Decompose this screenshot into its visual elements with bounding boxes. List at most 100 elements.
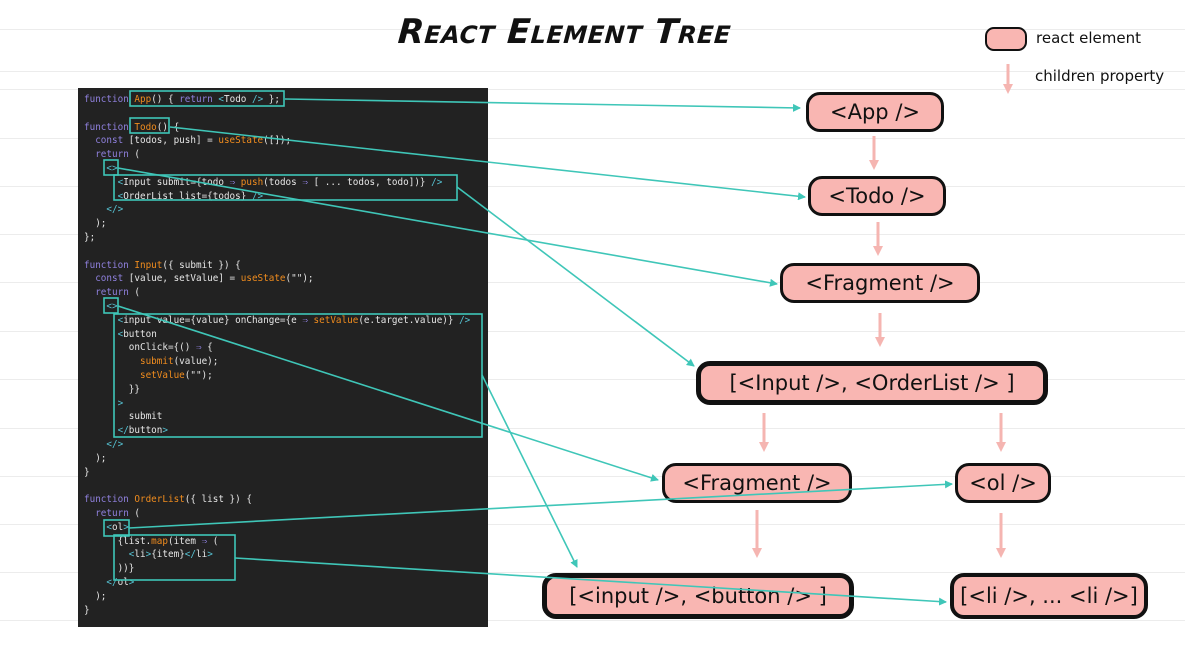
- code-token: Input submit={todo: [123, 176, 230, 188]
- code-token: () {: [156, 121, 180, 133]
- code-line: setValue("");: [84, 369, 213, 383]
- code-token: [84, 149, 95, 160]
- code-token: Todo: [224, 94, 252, 105]
- legend-react-element-label: react element: [1036, 29, 1142, 47]
- code-line: <ol>: [84, 521, 129, 535]
- code-token: >: [128, 577, 135, 588]
- code-line: <button: [84, 328, 157, 342]
- code-token: [84, 191, 118, 202]
- code-token: [value, setValue] =: [123, 273, 241, 285]
- diagram-title: React Element Tree: [396, 12, 733, 52]
- code-line: submit: [84, 410, 163, 424]
- code-line: function Input({ submit }) {: [84, 259, 241, 273]
- code-token: />: [459, 314, 471, 326]
- code-line: onClick={() ⇒ {: [84, 341, 213, 355]
- code-token: return: [95, 149, 129, 161]
- code-token: Todo: [134, 121, 157, 133]
- node-input-button: [<input />, <button /> ]: [542, 573, 854, 619]
- node-todo: <Todo />: [808, 176, 946, 216]
- code-token: (value);: [173, 356, 219, 368]
- code-token: };: [263, 94, 280, 105]
- node-fragment-2: <Fragment />: [662, 463, 852, 503]
- code-token: ([]);: [263, 135, 292, 147]
- code-token: li: [134, 549, 146, 561]
- code-token: [84, 577, 106, 588]
- code-token: <>: [106, 301, 118, 312]
- code-token: [84, 204, 106, 215]
- code-token: submit: [84, 411, 163, 423]
- code-token: (todos: [263, 176, 303, 188]
- code-token: {: [201, 342, 213, 354]
- code-token: [84, 301, 106, 312]
- code-token: onClick={(): [84, 342, 196, 354]
- code-token: push: [240, 176, 264, 188]
- code-token: [84, 273, 95, 284]
- code-line: const [todos, push] = useState([]);: [84, 134, 291, 148]
- code-line: >: [84, 397, 124, 411]
- legend-children-arrow-icon: [1003, 64, 1013, 94]
- code-token: setValue: [139, 370, 185, 381]
- code-line: submit(value);: [84, 355, 218, 369]
- code-token: button: [123, 328, 157, 340]
- code-token: App: [134, 94, 152, 105]
- code-token: }: [84, 466, 90, 478]
- code-token: [84, 439, 106, 450]
- code-token: />: [431, 176, 443, 188]
- code-token: return: [95, 508, 129, 519]
- code-token: />: [251, 190, 264, 202]
- code-token: [84, 135, 95, 146]
- code-line: <li>{item}</li>: [84, 548, 213, 562]
- code-token: useState: [218, 135, 264, 147]
- node-li-list: [<li />, ... <li />]: [950, 573, 1148, 619]
- code-token: [84, 398, 118, 409]
- code-line: );: [84, 452, 106, 466]
- code-token: return: [179, 94, 213, 105]
- code-token: >: [162, 425, 168, 437]
- code-token: button: [128, 425, 163, 437]
- code-token: <>: [106, 163, 118, 174]
- code-token: ({ list }) {: [184, 494, 252, 506]
- code-line: }: [84, 466, 90, 480]
- code-line: }: [84, 604, 90, 618]
- code-line: </>: [84, 438, 123, 452]
- code-line: </ol>: [84, 576, 134, 590]
- code-token: {item}: [151, 549, 185, 561]
- node-input-orderlist: [<Input />, <OrderList /> ]: [696, 361, 1048, 405]
- code-token: const: [95, 135, 124, 147]
- code-token: );: [84, 590, 107, 602]
- code-token: (: [128, 287, 140, 299]
- code-token: >: [117, 397, 124, 409]
- code-token: >: [207, 549, 213, 561]
- code-token: map: [151, 535, 168, 547]
- code-token: [84, 163, 106, 174]
- code-line: return (: [84, 286, 140, 300]
- node-app: <App />: [806, 92, 944, 132]
- code-token: ol: [117, 577, 129, 588]
- code-token: OrderList: [134, 494, 185, 506]
- code-token: </: [117, 425, 129, 437]
- code-line: return (: [84, 148, 140, 162]
- code-token: ("");: [285, 273, 314, 285]
- code-line: </>: [84, 203, 123, 217]
- code-line: }}: [84, 383, 140, 397]
- code-token: function: [84, 494, 129, 506]
- code-line: <>: [84, 300, 118, 314]
- code-token: Input: [134, 259, 163, 271]
- node-ol: <ol />: [955, 463, 1051, 503]
- code-token: (: [207, 535, 219, 547]
- code-token: {list.: [84, 535, 152, 547]
- code-line: );: [84, 217, 106, 231]
- code-line: function App() { return <Todo /> };: [84, 93, 280, 107]
- code-panel: function App() { return <Todo /> };funct…: [78, 88, 488, 627]
- code-token: };: [84, 232, 96, 243]
- code-line: function Todo() {: [84, 121, 179, 135]
- code-line: <OrderList list={todos} />: [84, 190, 264, 204]
- code-token: function: [84, 94, 129, 105]
- code-line: return (: [84, 507, 140, 521]
- code-line: };: [84, 231, 95, 245]
- code-token: () {: [151, 94, 180, 105]
- code-token: />: [252, 94, 264, 105]
- code-token: ({ submit }) {: [162, 259, 241, 271]
- code-token: function: [84, 259, 129, 271]
- code-token: >: [123, 521, 129, 533]
